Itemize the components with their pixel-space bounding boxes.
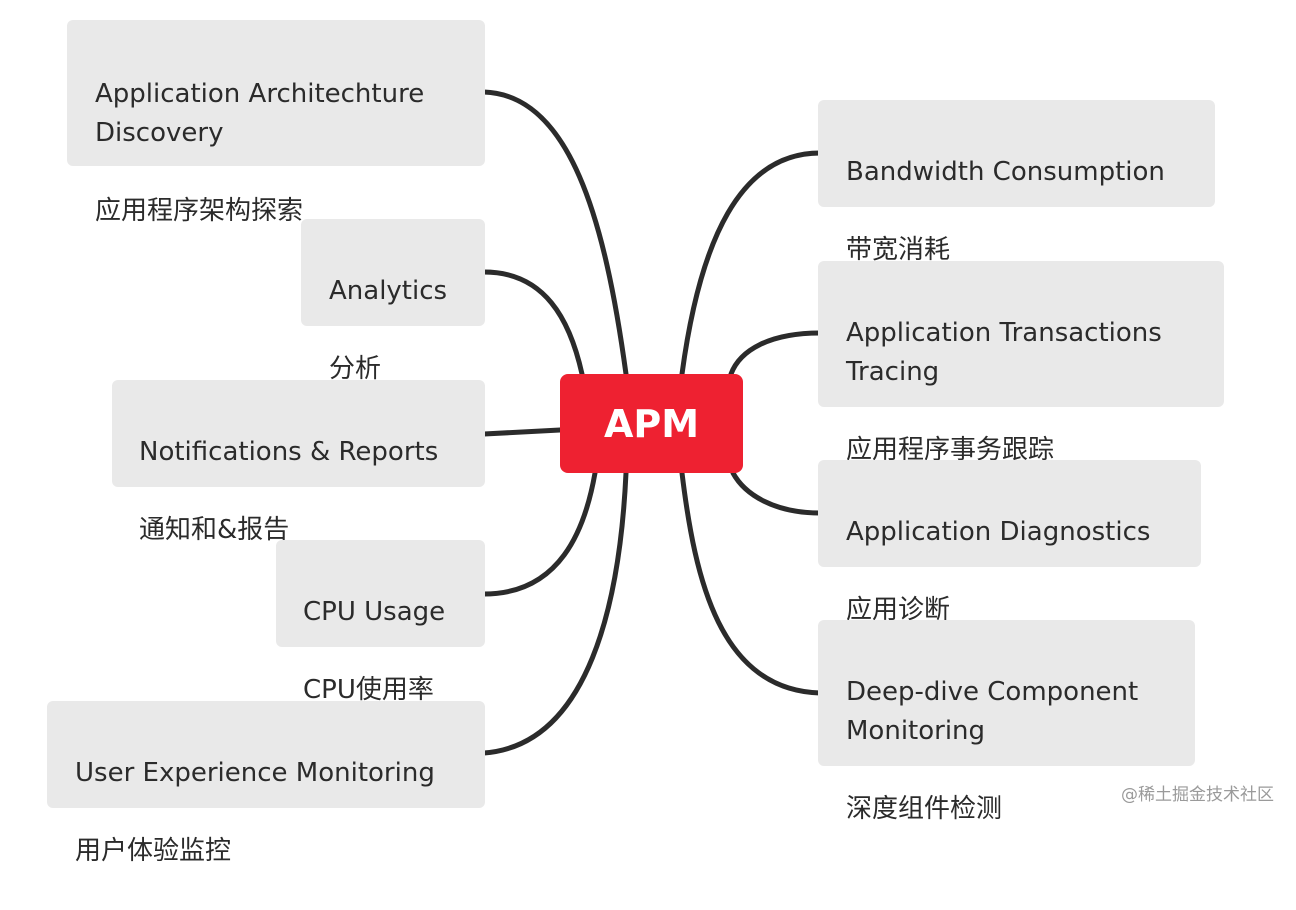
node-en-label: Notifications & Reports [139,437,439,467]
node-en-label: CPU Usage [303,597,446,627]
node-zh-label: 分析 [329,354,382,384]
central-topic-label: APM [603,401,700,446]
node-zh-label: 应用程序架构探索 [95,196,304,226]
node-application-diagnostics[interactable]: Application Diagnostics 应用诊断 [818,460,1201,625]
node-notifications-reports[interactable]: Notifications & Reports 通知和&报告 [112,380,485,545]
node-en-label: Application Transactions Tracing [846,318,1162,387]
connector-cpu [481,470,598,597]
connector-deepdive [679,470,823,696]
node-zh-label: 用户体验监控 [75,836,232,866]
watermark: @稀土掘金技术社区 [1121,785,1274,805]
node-en-label: User Experience Monitoring [75,758,435,788]
node-user-experience-monitoring[interactable]: User Experience Monitoring 用户体验监控 [47,701,485,866]
node-application-transactions-tracing[interactable]: Application Transactions Tracing 应用程序事务跟… [818,261,1224,465]
node-en-label: Application Architechture Discovery [95,79,425,148]
node-analytics[interactable]: Analytics 分析 [301,219,485,384]
node-en-label: Analytics [329,276,448,306]
connector-transactions [728,330,823,377]
connector-diagnostics [730,470,823,516]
node-cpu-usage[interactable]: CPU Usage CPU使用率 [276,540,485,705]
node-zh-label: 通知和&报告 [139,515,290,545]
central-topic-apm[interactable]: APM [560,374,743,473]
node-zh-label: 深度组件检测 [846,794,1003,824]
connector-bandwidth [679,150,823,377]
connector-ux [481,470,629,756]
connector-architecture [481,89,629,377]
node-en-label: Deep-dive Component Monitoring [846,677,1139,746]
connector-notifications [481,427,563,437]
node-en-label: Application Diagnostics [846,517,1151,547]
node-zh-label: 带宽消耗 [846,235,951,265]
node-deep-dive-component-monitoring[interactable]: Deep-dive Component Monitoring 深度组件检测 [818,620,1195,824]
connector-analytics [481,269,585,377]
node-zh-label: CPU使用率 [303,675,434,705]
connector-lines [481,89,823,756]
node-bandwidth-consumption[interactable]: Bandwidth Consumption 带宽消耗 [818,100,1215,265]
node-application-architecture-discovery[interactable]: Application Architechture Discovery 应用程序… [67,20,485,226]
node-en-label: Bandwidth Consumption [846,157,1165,187]
